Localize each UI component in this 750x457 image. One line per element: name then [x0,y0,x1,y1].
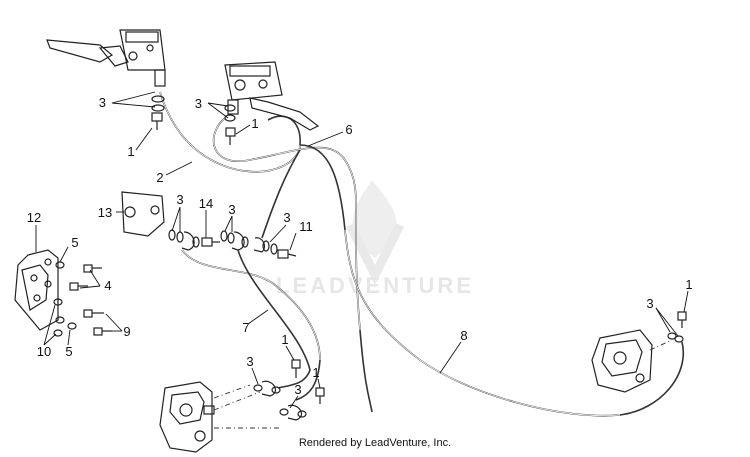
callout-3: 3 [228,202,235,217]
callout-3: 3 [176,192,183,207]
leader-lines [35,91,689,409]
callout-1: 1 [281,332,288,347]
brake-hose-8 [299,144,685,417]
brake-hose-7 [181,249,321,401]
rear-brake-caliper [591,311,687,393]
callout-9: 9 [123,324,130,339]
callout-5: 5 [65,344,72,359]
callout-7: 7 [242,320,249,335]
callout-3: 3 [646,296,653,311]
front-brake-caliper [159,381,280,453]
callout-1: 1 [251,116,258,131]
bracket-12 [14,249,65,337]
middle-fittings [168,229,297,259]
callout-6: 6 [345,122,352,137]
callout-1: 1 [685,277,692,292]
right-master-cylinder [224,61,320,131]
brake-hose-6 [212,117,373,413]
left-master-cylinder [46,29,166,87]
callout-labels: 3 1 2 3 1 6 13 3 14 3 3 11 12 5 4 9 10 5… [27,95,693,397]
callout-3: 3 [246,354,253,369]
callout-13: 13 [98,205,112,220]
watermark-text: LEADVENTURE [276,273,474,298]
callout-1: 1 [312,365,319,380]
render-credit: Rendered by LeadVenture, Inc. [298,437,452,449]
brake-hose-upper-branch [261,149,301,239]
lower-fittings [253,359,325,421]
callout-3: 3 [99,95,106,110]
screws-4-9 [67,264,112,336]
callout-3: 3 [195,96,202,111]
brake-hose-2 [159,91,301,173]
top-fittings [151,95,236,145]
callout-12: 12 [27,210,41,225]
leadventure-watermark: LEADVENTURE [276,180,474,298]
callout-10: 10 [37,344,51,359]
callout-3: 3 [283,210,290,225]
callout-4: 4 [104,278,111,293]
callout-11: 11 [299,219,313,234]
callout-5: 5 [71,235,78,250]
callout-8: 8 [460,328,467,343]
callout-1: 1 [127,144,134,159]
callout-3: 3 [294,382,301,397]
brake-distributor-13 [121,191,165,237]
callout-2: 2 [156,170,163,185]
callout-14: 14 [199,196,213,211]
